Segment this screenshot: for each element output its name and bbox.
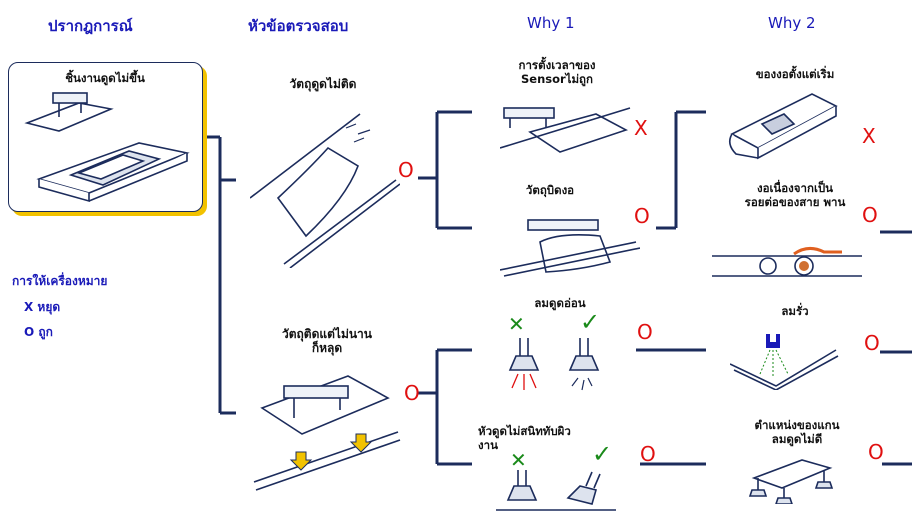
legend-x-item: X หยุด: [24, 300, 61, 314]
check-item-2-mark: O: [404, 381, 420, 405]
why2-item-1-label: ของงอตั้งแต่เริ่ม: [755, 67, 835, 81]
why1-item-3-bad-mark: ✕: [508, 312, 525, 336]
why2-item-3-label: ลมรั่ว: [781, 304, 809, 318]
why2-item-3-mark: O: [864, 331, 880, 355]
why1-item-2-label: วัตถุบิดงอ: [525, 183, 575, 197]
bent-sheet-illustration: [500, 219, 640, 277]
why1-item-4-good-mark: ✓: [592, 440, 613, 468]
why1-item-4-mark: O: [640, 442, 656, 466]
why1-item-3-good-mark: ✓: [580, 308, 601, 336]
belt-joint-illustration: [712, 247, 862, 277]
header-why2: Why 2: [768, 14, 816, 32]
header-why1: Why 1: [527, 14, 575, 32]
air-leak-illustration: [730, 334, 839, 390]
why1-item-1-label: การตั้งเวลาของ Sensorไม่ถูก: [518, 58, 596, 86]
why2-item-2-label: งอเนื่องจากเป็น รอยต่อของสาย พาน: [744, 181, 846, 209]
why1-item-4-label: หัวดูดไม่สนิททับผิว งาน: [478, 424, 571, 452]
check-item-1-mark: O: [398, 158, 414, 182]
why1-item-4-bad-mark: ✕: [510, 448, 527, 472]
nozzle-not-flush-illustration: [496, 470, 616, 511]
legend-title: การให้เครื่องหมาย: [12, 274, 108, 288]
weak-suction-illustration: [508, 338, 600, 391]
why1-item-3-mark: O: [637, 320, 653, 344]
legend-o-item: O ถูก: [24, 325, 53, 339]
sensor-timing-illustration: [500, 107, 631, 153]
suction-tray-illustration: [24, 92, 190, 203]
why2-item-1-mark: X: [862, 124, 876, 148]
check-item-1-label: วัตถุดูดไม่ติด: [289, 77, 357, 91]
why1-item-3-label: ลมดูดอ่อน: [534, 296, 586, 310]
suction-arm-position-illustration: [748, 459, 834, 504]
why2-item-4-mark: O: [868, 440, 884, 464]
why2-item-2-mark: O: [862, 203, 878, 227]
why1-item-2-mark: O: [634, 204, 650, 228]
phenomenon-title: ชิ้นงานดูดไม่ขึ้น: [65, 71, 145, 85]
why1-item-1-mark: X: [634, 116, 648, 140]
header-check-items: หัวข้อตรวจสอบ: [248, 17, 349, 35]
pre-bent-stock-illustration: [728, 93, 838, 160]
sheet-drops-illustration: [253, 375, 401, 491]
check-item-2-label: วัตถุติดแต่ไม่นาน ก็หลุด: [282, 327, 372, 355]
phenomenon-box: ชิ้นงานดูดไม่ขึ้น: [8, 62, 203, 212]
why2-item-4-label: ตำแหน่งของแกน ลมดูดไม่ดี: [754, 418, 840, 446]
sheet-not-sticking-illustration: [250, 113, 400, 268]
header-phenomenon: ปรากฎการณ์: [48, 17, 133, 35]
